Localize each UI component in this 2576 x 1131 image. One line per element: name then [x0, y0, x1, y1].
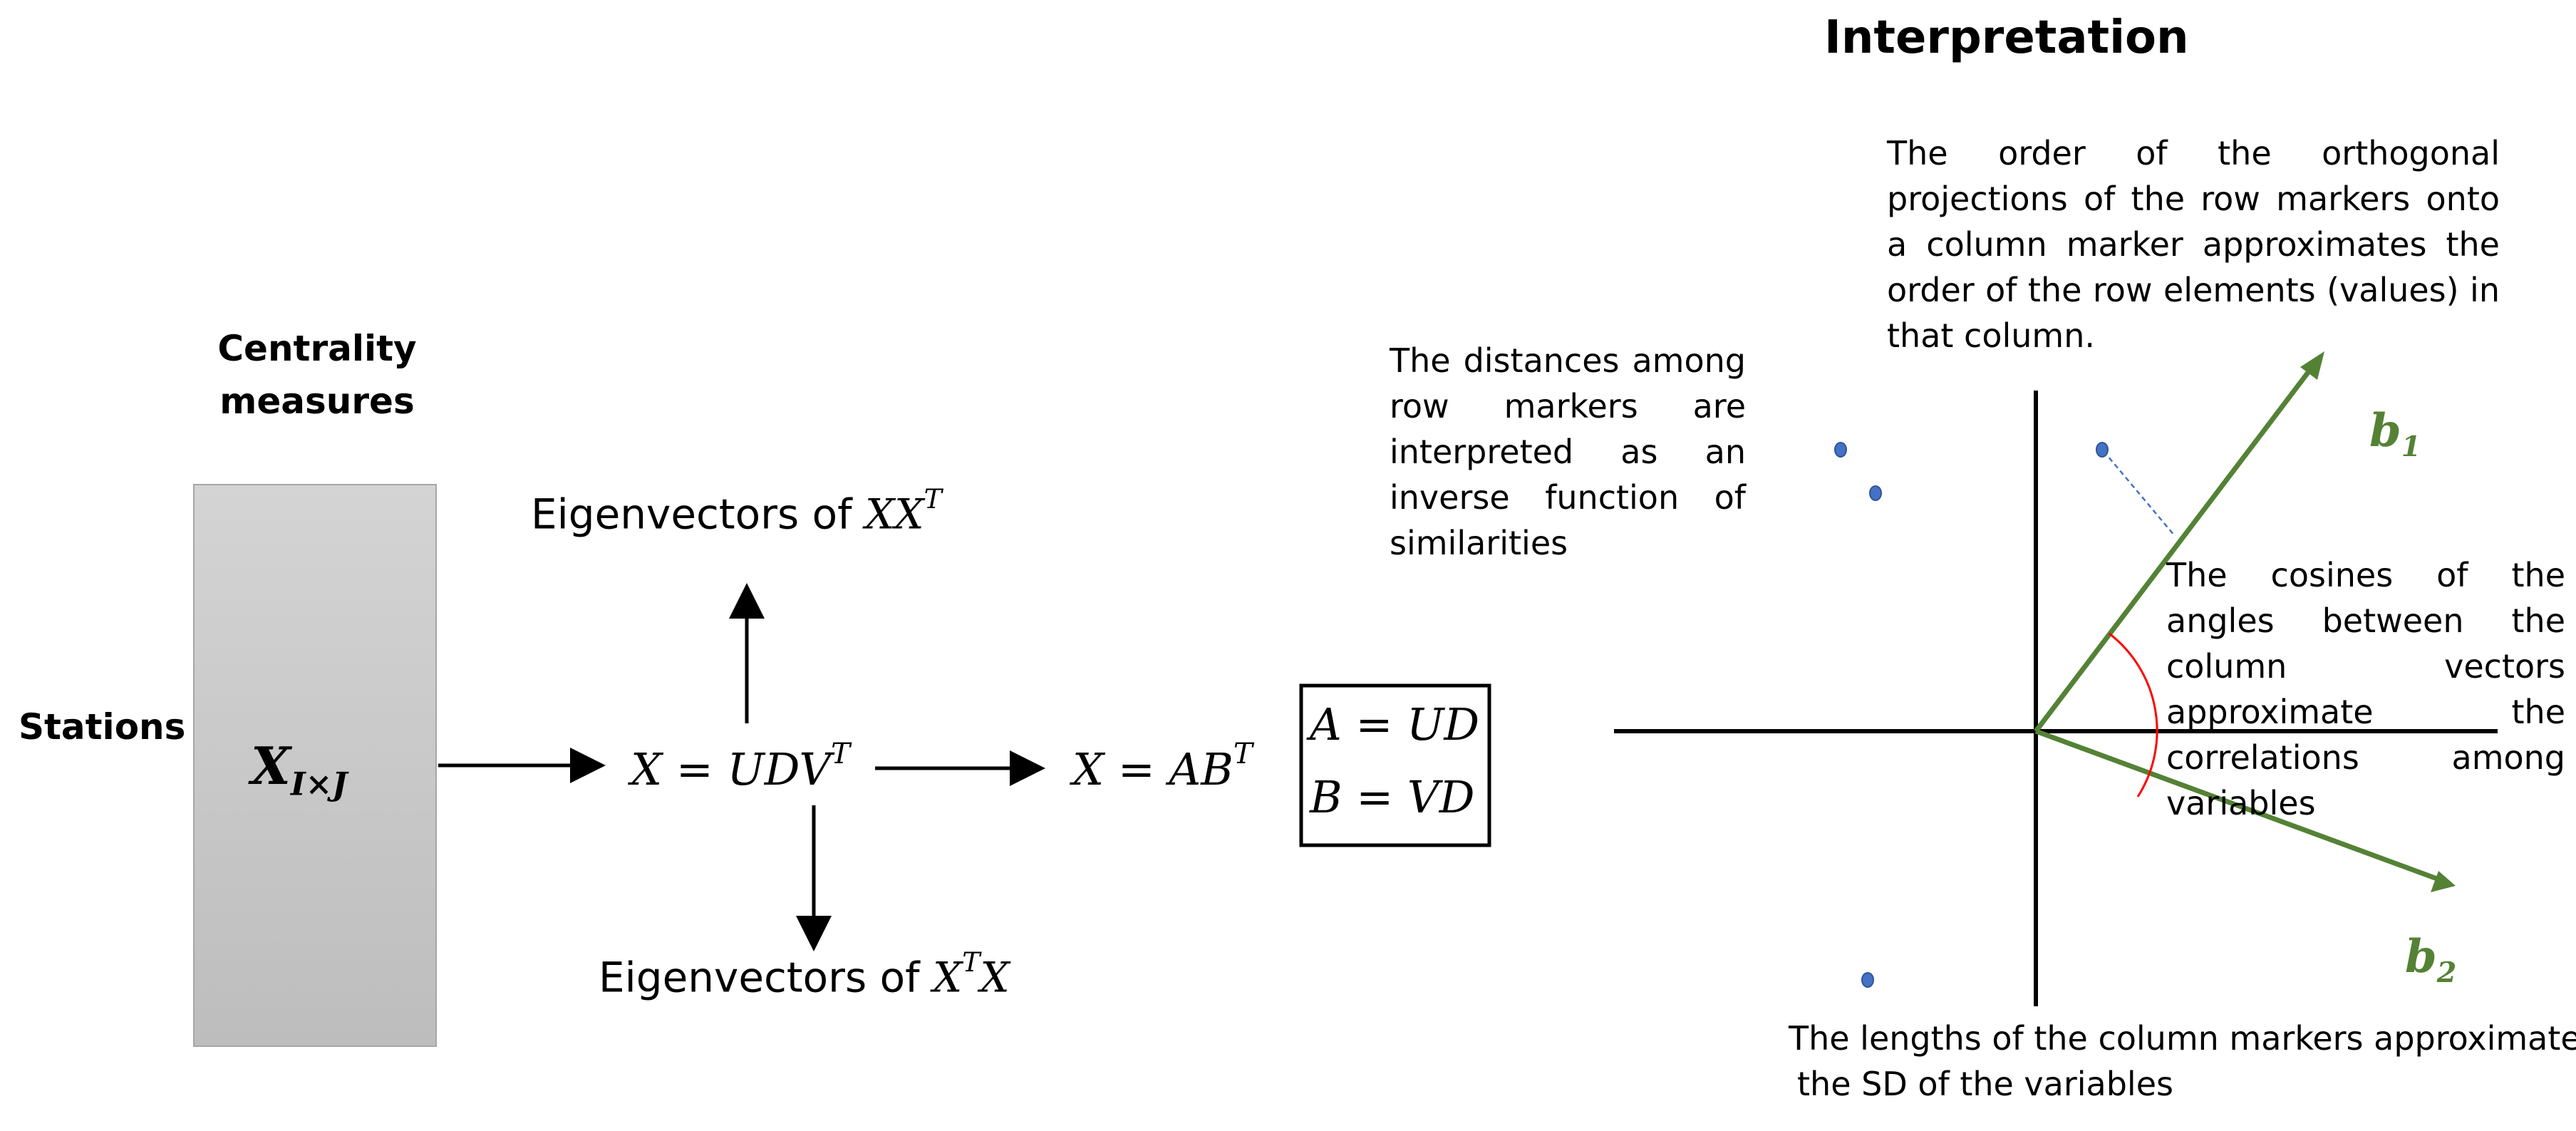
matrix-block [193, 484, 437, 1047]
projection-line [2103, 450, 2176, 537]
note-order-projections: The order of the orthogonal projections … [1887, 134, 2500, 355]
svd-equation: X = UDVT [631, 718, 850, 805]
vector-b1-label: b1 [2369, 399, 2421, 479]
matrix-subscript: I×J [290, 765, 348, 803]
eigvec-xtx-tail: X [980, 953, 1010, 1002]
factor-sup: T [1233, 737, 1253, 770]
centrality-label: Centrality measures [182, 322, 452, 428]
row-marker [2096, 442, 2109, 458]
note-lengths-line2: the SD of the variables [1797, 1065, 2173, 1103]
note-cosines: The cosines of the angles between the co… [2166, 556, 2565, 822]
eigvec-xxt-prefix: Eigenvectors of [531, 490, 865, 539]
equation-a: A = UD [1310, 698, 1480, 750]
b2-sub: 2 [2436, 956, 2457, 989]
page-title: Interpretation [1824, 11, 2189, 64]
matrix-symbol: X [251, 735, 291, 796]
eigvec-xtx-base: X [932, 953, 963, 1002]
equation-box-text: A = UD B = VD [1310, 686, 1479, 837]
vector-b2 [2034, 728, 2456, 892]
centrality-line2: measures [219, 381, 415, 422]
matrix-label: XI×J [251, 730, 347, 820]
eigvec-xtx-label: Eigenvectors of XTX [599, 930, 1010, 1009]
row-marker [1834, 442, 1847, 458]
svd-lhs: X = UDV [631, 743, 832, 796]
row-marker [1869, 485, 1882, 501]
b1-base: b [2369, 404, 2401, 458]
eigvec-xxt-label: Eigenvectors of XXT [531, 467, 942, 546]
eigvec-xxt-base: XX [864, 490, 924, 539]
note-lengths: The lengths of the column markers approx… [1789, 1016, 2576, 1107]
eigvec-xtx-prefix: Eigenvectors of [599, 953, 933, 1002]
svd-sup: T [831, 737, 851, 770]
b2-base: b [2405, 930, 2437, 983]
centrality-line1: Centrality [217, 328, 417, 369]
vector-b1 [2034, 351, 2324, 733]
factor-lhs: X = AB [1072, 743, 1233, 796]
b1-sub: 1 [2401, 430, 2421, 463]
vector-b2-label: b2 [2405, 925, 2456, 1005]
equation-box [1299, 683, 1491, 847]
row-marker [1861, 972, 1874, 988]
eigvec-xxt-sup: T [924, 483, 942, 515]
factor-equation: X = ABT [1072, 718, 1253, 805]
note-lengths-line1: The lengths of the column markers approx… [1789, 1019, 2576, 1058]
stations-label: Stations [19, 706, 186, 748]
eigvec-xtx-sup: T [962, 946, 981, 978]
angle-arc [2109, 632, 2158, 797]
note-distances: The distances among row markers are inte… [1390, 341, 1746, 562]
equation-b: B = VD [1310, 771, 1475, 823]
